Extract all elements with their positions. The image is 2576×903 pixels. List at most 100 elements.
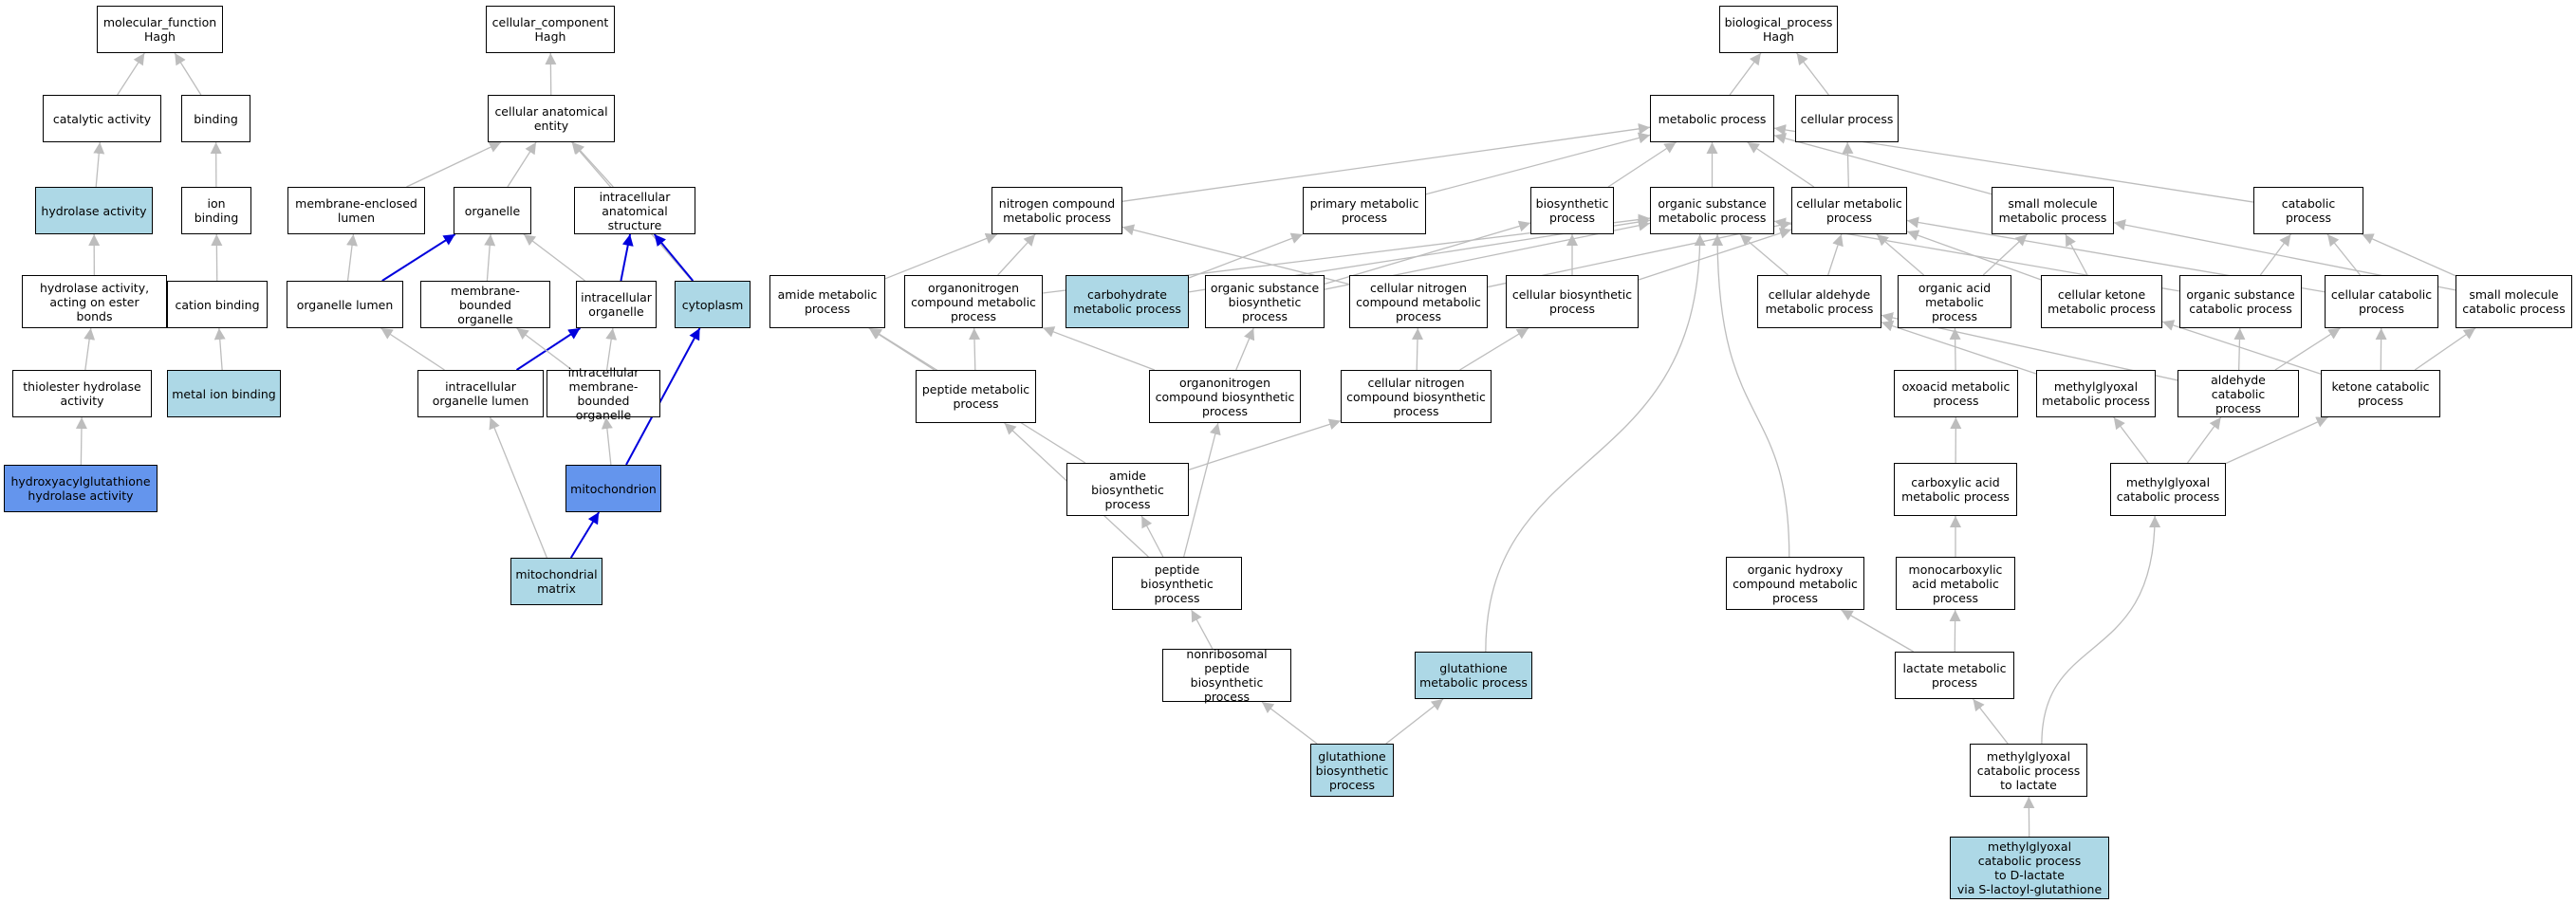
node-ald-cp[interactable]: aldehyde catabolic process — [2178, 370, 2299, 417]
node-pep-bp[interactable]: peptide biosynthetic process — [1112, 557, 1242, 610]
edge-ias-to-cae — [572, 141, 614, 188]
node-biosynthetic[interactable]: biosynthetic process — [1530, 187, 1614, 234]
edge-pep-bp-to-ocbp — [1183, 422, 1221, 558]
node-cc-root[interactable]: cellular_component Hagh — [486, 6, 615, 53]
node-cae[interactable]: cellular anatomical entity — [488, 95, 615, 142]
node-primary[interactable]: primary metabolic process — [1303, 187, 1426, 234]
edge-cncbp-to-cbp — [1459, 327, 1529, 371]
node-nrp-bp[interactable]: nonribosomal peptide biosynthetic proces… — [1162, 647, 1291, 704]
node-cncbp[interactable]: cellular nitrogen compound biosynthetic … — [1341, 370, 1492, 423]
edge-hagh-to-thiolester — [75, 416, 87, 466]
edge-nrp-bp-to-pep-bp — [1191, 609, 1214, 650]
edge-primary-to-metabolic — [1425, 132, 1651, 195]
edge-metabolic-to-bp-root — [1729, 52, 1762, 96]
node-smcp[interactable]: small molecule catabolic process — [2456, 275, 2572, 328]
edge-mito-matrix-to-mitochondrion — [569, 511, 601, 559]
edge-amide-bp-to-cncbp — [1188, 418, 1342, 470]
node-ohc-mp[interactable]: organic hydroxy compound metabolic proce… — [1726, 557, 1864, 610]
node-imbo[interactable]: intracellular membrane-bounded organelle — [547, 365, 660, 422]
edge-mg-lac-to-mg-cp — [2041, 515, 2161, 745]
edge-mbo-to-organelle — [484, 233, 496, 282]
node-mca-mp[interactable]: monocarboxylic acid metabolic process — [1896, 557, 2015, 610]
edge-ncmp-to-metabolic — [1121, 122, 1651, 202]
node-hydrolase-ester[interactable]: hydrolase activity, acting on ester bond… — [22, 275, 167, 328]
node-intra-org[interactable]: intracellular organelle — [576, 281, 657, 328]
node-mito-matrix[interactable]: mitochondrial matrix — [510, 558, 602, 605]
edge-iol-to-org-lumen — [380, 327, 445, 371]
node-lac-mp[interactable]: lactate metabolic process — [1895, 652, 2014, 699]
node-smmp[interactable]: small molecule metabolic process — [1992, 187, 2114, 234]
node-binding[interactable]: binding — [181, 95, 250, 142]
node-oscp[interactable]: organic substance catabolic process — [2179, 275, 2302, 328]
node-hydrolase[interactable]: hydrolase activity — [35, 187, 153, 234]
node-mg-cp[interactable]: methylglyoxal catabolic process — [2110, 463, 2226, 516]
node-carb[interactable]: carbohydrate metabolic process — [1066, 275, 1189, 328]
node-org-lumen[interactable]: organelle lumen — [287, 281, 403, 328]
edge-iol-to-intra-org — [515, 327, 582, 371]
edge-cmp-to-cellular-process — [1842, 141, 1854, 188]
edge-camp-to-cmp — [1827, 233, 1844, 276]
node-iol[interactable]: intracellular organelle lumen — [417, 370, 544, 417]
node-catabolic[interactable]: catabolic process — [2253, 187, 2363, 234]
node-glut-bp[interactable]: glutathione biosynthetic process — [1310, 744, 1394, 797]
node-cytoplasm[interactable]: cytoplasm — [675, 281, 751, 328]
edge-organelle-to-cae — [507, 141, 537, 188]
node-ion-binding[interactable]: ion binding — [181, 187, 251, 234]
edge-mg-lac-to-lac-mp — [1972, 698, 2009, 745]
node-mf-root[interactable]: molecular_function Hagh — [97, 6, 223, 53]
node-cncmp[interactable]: cellular nitrogen compound metabolic pro… — [1349, 275, 1488, 328]
node-bp-root[interactable]: biological_process Hagh — [1719, 6, 1838, 53]
node-ca-mp[interactable]: carboxylic acid metabolic process — [1894, 463, 2017, 516]
node-cmp[interactable]: cellular metabolic process — [1791, 187, 1907, 234]
node-cellular-process[interactable]: cellular process — [1795, 95, 1899, 142]
node-cbp[interactable]: cellular biosynthetic process — [1506, 275, 1639, 328]
node-mitochondrion[interactable]: mitochondrion — [565, 465, 661, 512]
edge-oamp-to-smmp — [1982, 233, 2028, 276]
node-ocmp[interactable]: organonitrogen compound metabolic proces… — [904, 275, 1043, 328]
edge-mem-lumen-to-cae — [406, 141, 502, 188]
edge-camp-to-osmp — [1739, 233, 1788, 276]
node-osbp[interactable]: organic substance biosynthetic process — [1205, 275, 1325, 328]
edge-cellular-process-to-bp-root — [1796, 52, 1829, 96]
edge-biosynthetic-to-metabolic — [1607, 141, 1677, 188]
node-metabolic[interactable]: metabolic process — [1650, 95, 1774, 142]
edge-ocmp-to-ncmp — [997, 233, 1036, 276]
node-ias[interactable]: intracellular anatomical structure — [574, 187, 695, 234]
node-oxo-mp[interactable]: oxoacid metabolic process — [1894, 370, 2018, 417]
edge-mg-cp-to-ald-cp — [2186, 416, 2222, 464]
node-ocbp[interactable]: organonitrogen compound biosynthetic pro… — [1149, 370, 1301, 423]
node-metal-ion[interactable]: metal ion binding — [167, 370, 281, 417]
node-amide-mp[interactable]: amide metabolic process — [769, 275, 885, 328]
edge-intra-org-to-organelle — [523, 233, 585, 282]
node-cation-binding[interactable]: cation binding — [167, 281, 268, 328]
node-ccp[interactable]: cellular catabolic process — [2325, 275, 2438, 328]
node-thiolester[interactable]: thiolester hydrolase activity — [12, 370, 152, 417]
edge-mitochondrion-to-imbo — [601, 416, 613, 466]
node-ket-cp[interactable]: ketone catabolic process — [2321, 370, 2440, 417]
edge-ket-cp-to-smcp — [2414, 327, 2476, 371]
edge-ocbp-to-osbp — [1235, 327, 1255, 371]
node-hagh[interactable]: hydroxyacylglutathione hydrolase activit… — [4, 465, 158, 512]
node-mbo[interactable]: membrane-bounded organelle — [420, 281, 550, 328]
node-ckmp[interactable]: cellular ketone metabolic process — [2041, 275, 2162, 328]
node-mg-dlac[interactable]: methylglyoxal catabolic process to D-lac… — [1950, 837, 2109, 899]
node-pep-mp[interactable]: peptide metabolic process — [916, 370, 1036, 423]
edge-pep-mp-to-ocmp — [969, 327, 980, 371]
node-mg-lac[interactable]: methylglyoxal catabolic process to lacta… — [1970, 744, 2087, 797]
edge-ald-cp-to-ccp — [2274, 327, 2341, 371]
node-glut-mp[interactable]: glutathione metabolic process — [1415, 652, 1532, 699]
node-camp[interactable]: cellular aldehyde metabolic process — [1757, 275, 1881, 328]
node-organelle[interactable]: organelle — [454, 187, 531, 234]
node-amide-bp[interactable]: amide biosynthetic process — [1066, 463, 1189, 516]
node-ncmp[interactable]: nitrogen compound metabolic process — [991, 187, 1122, 234]
node-oamp[interactable]: organic acid metabolic process — [1898, 275, 2011, 328]
node-mg-mp[interactable]: methylglyoxal metabolic process — [2036, 370, 2156, 417]
edge-oamp-to-cmp — [1876, 233, 1925, 276]
node-osmp[interactable]: organic substance metabolic process — [1650, 187, 1774, 234]
edge-amide-mp-to-ncmp — [884, 232, 998, 280]
node-mem-lumen[interactable]: membrane-enclosed lumen — [287, 187, 425, 234]
edge-ket-cp-to-ckmp — [2161, 320, 2322, 375]
node-catalytic[interactable]: catalytic activity — [43, 95, 161, 142]
edge-cmp-to-metabolic — [1747, 141, 1815, 188]
